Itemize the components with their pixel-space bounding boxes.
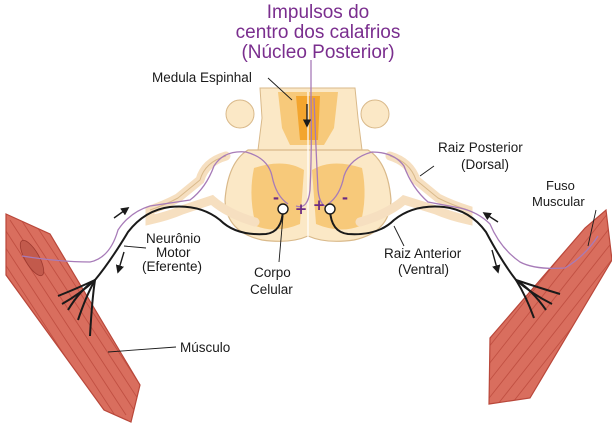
leader-muscle-spindle [587,209,597,247]
leader-spinal-cord [267,77,293,101]
label-motor-neuron-2: Motor [156,245,191,260]
title-line-3: (Núcleo Posterior) [241,42,394,63]
title-line-1: Impulsos do [267,2,369,23]
right-muscle [488,208,612,405]
label-posterior-root-2: (Dorsal) [461,157,509,172]
label-cell-body-2: Celular [250,282,293,297]
leader-muscle [107,346,177,353]
plus-left: + [295,200,308,218]
minus-right: - [342,189,348,207]
label-motor-neuron-1: Neurônio [146,231,201,246]
leader-posterior-root [419,165,435,177]
title-line-2: centro dos calafrios [236,22,401,43]
plus-right: + [313,196,326,214]
label-muscle-spindle-1: Fuso [546,178,575,193]
leader-motor-neuron [123,245,147,249]
leader-lines [107,77,597,353]
minus-left: - [273,189,279,207]
direction-arrows [113,104,501,274]
arrow-right-efferent [491,249,501,274]
right-cell-body [324,203,336,215]
label-posterior-root-1: Raiz Posterior [438,140,523,155]
leader-anterior-root [393,225,405,247]
left-nerve-root [145,151,260,227]
label-anterior-root-2: (Ventral) [398,262,449,277]
left-motor-neuron [57,205,284,337]
label-cell-body-1: Corpo [254,265,291,280]
leader-cell-body [278,215,284,263]
right-motor-neuron [329,205,561,319]
arrow-left-afferent [113,207,130,219]
label-motor-neuron-3: (Eferente) [142,259,202,274]
label-spinal-cord: Medula Espinhal [152,70,252,85]
label-muscle: Músculo [180,340,230,355]
left-cell-body [277,203,289,215]
afferent-fibers [21,60,599,270]
label-anterior-root-1: Raiz Anterior [384,246,462,261]
arrow-left-efferent [115,251,125,274]
arrow-right-afferent [482,212,499,223]
label-muscle-spindle-2: Muscular [532,194,585,209]
